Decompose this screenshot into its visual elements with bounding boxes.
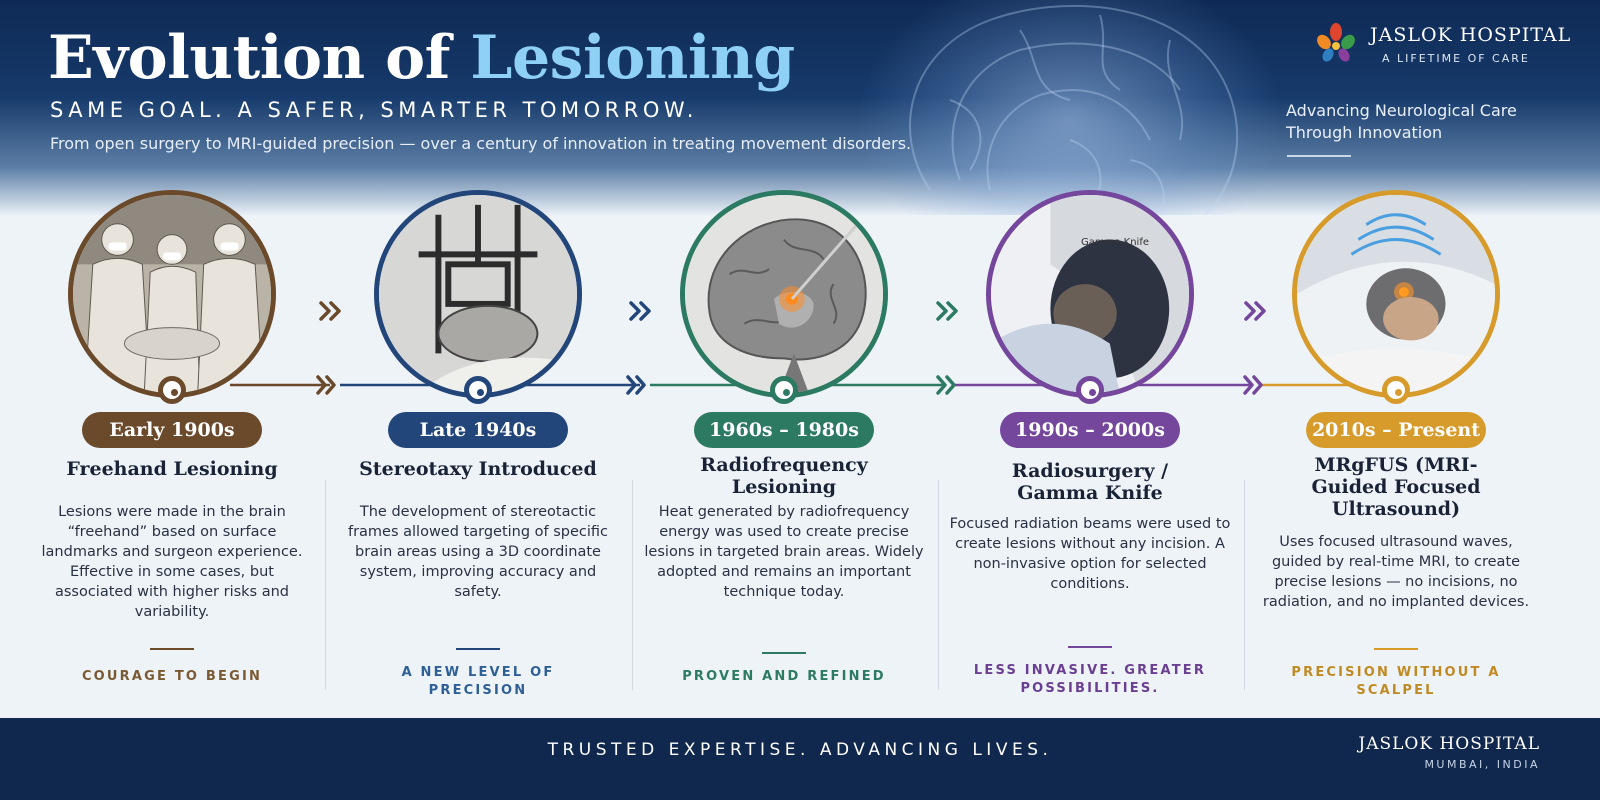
subtitle: SAME GOAL. A SAFER, SMARTER TOMORROW. (50, 98, 698, 122)
timeline-pin (770, 376, 798, 404)
advancing-text: Advancing Neurological Care Through Inno… (1286, 101, 1517, 142)
hospital-logo: JASLOK HOSPITAL A LIFETIME OF CARE (1310, 22, 1570, 72)
stage-motto: LESS INVASIVE. GREATER POSSIBILITIES. (973, 663, 1207, 696)
stage-1960s-1980s: 1960s – 1980s Radiofrequency Lesioning H… (634, 190, 934, 710)
brain-glow (860, 0, 1280, 215)
stage-photo (374, 190, 582, 398)
brain-probe-icon (685, 195, 883, 393)
advancing-rule (1287, 155, 1351, 157)
stage-description: Focused radiation beams were used to cre… (949, 516, 1231, 592)
era-badge: 1990s – 2000s (1000, 412, 1180, 448)
stage-rule (1068, 646, 1112, 648)
stage-motto: PRECISION WITHOUT A SCALPEL (1291, 665, 1501, 698)
stage-motto: A NEW LEVEL OF PRECISION (401, 665, 555, 698)
chevron-right-icon (1244, 301, 1266, 321)
stage-title: MRgFUS (MRI-Guided Focused Ultrasound) (1311, 454, 1481, 520)
stage-photo (1292, 190, 1500, 398)
stage-rule (1374, 648, 1418, 650)
flower-logo-icon (1317, 23, 1355, 62)
stage-description: The development of stereotactic frames a… (347, 504, 609, 600)
stage-1990s-2000s: Gamma Knife 1990s – 2000s Radiosurgery /… (940, 190, 1240, 710)
era-badge: 2010s – Present (1306, 412, 1486, 448)
surgeons-operating-icon (73, 195, 271, 393)
timeline-pin (1382, 376, 1410, 404)
stage-photo (680, 190, 888, 398)
stage-title: Freehand Lesioning (66, 458, 278, 480)
stage-title: Radiosurgery / Gamma Knife (1011, 460, 1169, 504)
footer-bar: TRUSTED EXPERTISE. ADVANCING LIVES. JASL… (0, 718, 1600, 800)
logo-name: JASLOK HOSPITAL (1370, 24, 1572, 46)
title-accent: Lesioning (470, 23, 795, 93)
footer-location: MUMBAI, INDIA (1424, 758, 1540, 771)
timeline-pin (1076, 376, 1104, 404)
chevron-right-icon (319, 301, 341, 321)
gamma-knife-icon (991, 195, 1189, 393)
chevron-right-icon (936, 301, 958, 321)
logo-sub: A LIFETIME OF CARE (1382, 52, 1530, 65)
timeline-pin (464, 376, 492, 404)
column-divider (1244, 480, 1245, 690)
stage-motto: COURAGE TO BEGIN (81, 669, 263, 684)
footer-slogan: TRUSTED EXPERTISE. ADVANCING LIVES. (547, 740, 1053, 760)
stage-2010s-present: 2010s – Present MRgFUS (MRI-Guided Focus… (1246, 190, 1546, 710)
stage-title: Radiofrequency Lesioning (700, 454, 868, 498)
page-title: Evolution of Lesioning (48, 23, 795, 93)
timeline-pin (158, 376, 186, 404)
stereotactic-frame-icon (379, 195, 577, 393)
stage-rule (456, 648, 500, 650)
chevron-right-icon (629, 301, 651, 321)
stage-rule (150, 648, 194, 650)
era-badge: 1960s – 1980s (694, 412, 874, 448)
column-divider (325, 480, 326, 690)
stage-description: Heat generated by radiofrequency energy … (644, 504, 924, 600)
era-badge: Early 1900s (82, 412, 262, 448)
stage-description: Lesions were made in the brain “freehand… (41, 504, 303, 620)
column-divider (938, 480, 939, 690)
header-banner: Evolution of Lesioning SAME GOAL. A SAFE… (0, 0, 1600, 215)
column-divider (632, 480, 633, 690)
brain-outline-icon (909, 4, 1239, 215)
footer-brand: JASLOK HOSPITAL (1358, 734, 1540, 754)
stage-photo (68, 190, 276, 398)
tagline: From open surgery to MRI-guided precisio… (50, 134, 912, 153)
stage-motto: PROVEN AND REFINED (682, 669, 886, 684)
stage-photo: Gamma Knife (986, 190, 1194, 398)
mri-ultrasound-icon (1297, 195, 1495, 393)
stage-rule (762, 652, 806, 654)
stage-late-1940s: Late 1940s Stereotaxy Introduced The dev… (328, 190, 628, 710)
era-badge: Late 1940s (388, 412, 568, 448)
stage-description: Uses focused ultrasound waves, guided by… (1262, 534, 1530, 610)
gamma-knife-label: Gamma Knife (1081, 237, 1150, 248)
stage-early-1900s: Early 1900s Freehand Lesioning Lesions w… (22, 190, 322, 710)
stage-title: Stereotaxy Introduced (359, 458, 597, 480)
